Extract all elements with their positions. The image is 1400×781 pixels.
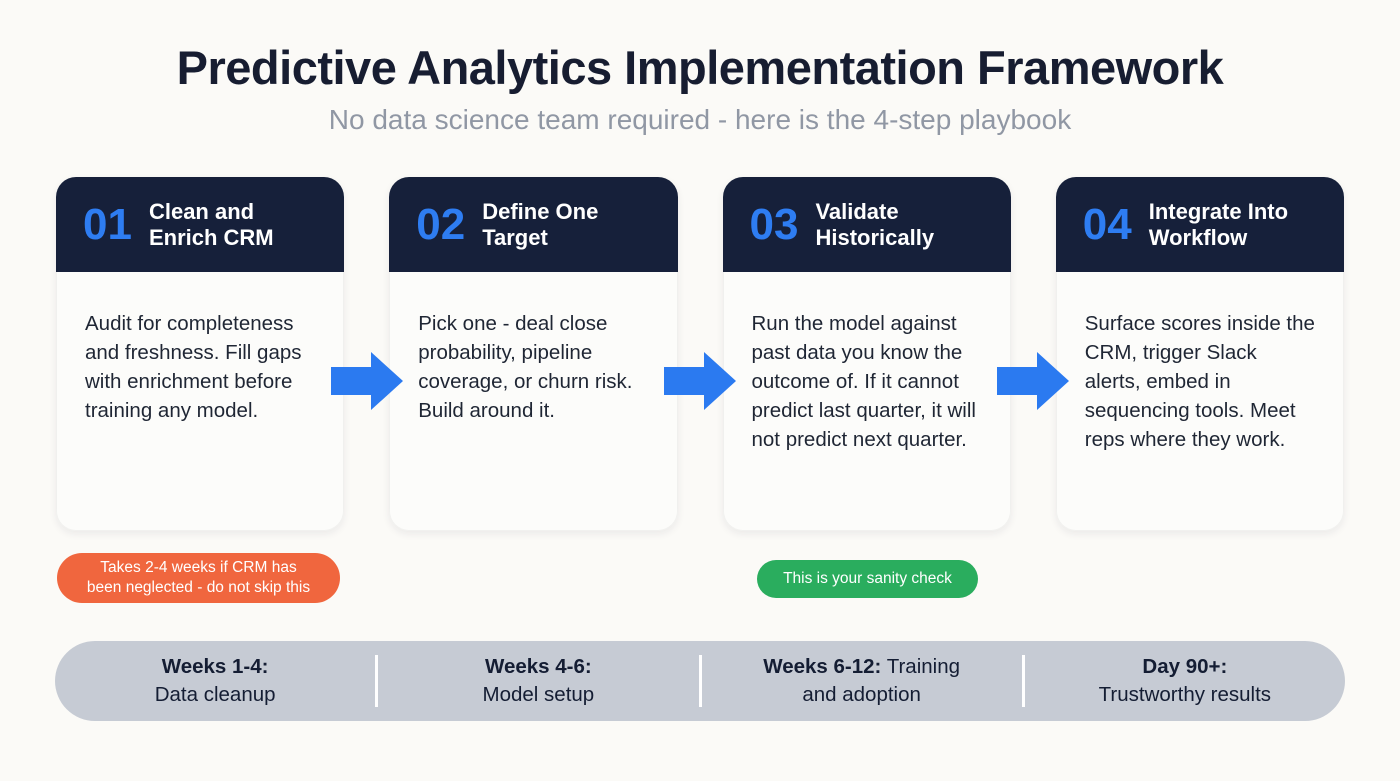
- timeline-period: Weeks 1-4:: [161, 655, 269, 678]
- step-card-header: 02 Define One Target: [389, 177, 678, 272]
- step-number: 04: [1082, 199, 1132, 249]
- timeline-segment-line1: Weeks 4-6:: [485, 653, 592, 681]
- step-title: Define One Target: [482, 198, 599, 250]
- timeline-segment-label: and adoption: [802, 683, 921, 706]
- timeline-divider: [1021, 655, 1025, 707]
- warning-callout-line2: been neglected - do not skip this: [86, 579, 311, 596]
- step-card-4: 04 Integrate Into Workflow Surface score…: [1055, 177, 1344, 531]
- timeline-divider: [698, 655, 702, 707]
- step-card-header: 01 Clean and Enrich CRM: [56, 177, 345, 272]
- arrow-right-icon: [997, 352, 1069, 410]
- step-description: Audit for completeness and freshness. Fi…: [56, 272, 345, 531]
- timeline-segment-3: Weeks 6-12: Training and adoption: [702, 641, 1022, 721]
- step-card-header: 04 Integrate Into Workflow: [1055, 177, 1344, 272]
- step-number: 01: [83, 199, 132, 249]
- timeline-segment-label: Model setup: [482, 683, 595, 706]
- warning-callout-badge: Takes 2-4 weeks if CRM has been neglecte…: [57, 553, 340, 603]
- timeline-period: Weeks 4-6:: [485, 655, 592, 678]
- timeline-segment-label: Trustworthy results: [1098, 683, 1272, 706]
- warning-callout-line1: Takes 2-4 weeks if CRM has: [100, 559, 297, 576]
- page-subtitle: No data science team required - here is …: [328, 104, 1072, 135]
- steps-row: 01 Clean and Enrich CRM Audit for comple…: [56, 177, 1344, 531]
- step-description: Run the model against past data you know…: [722, 272, 1011, 531]
- timeline-period: Weeks 6-12:: [763, 655, 882, 678]
- timeline-segment-label: Data cleanup: [154, 683, 276, 706]
- timeline-segment-line1: Day 90+:: [1142, 653, 1227, 681]
- timeline-segment-line1: Weeks 1-4:: [162, 653, 269, 681]
- timeline-bar: Weeks 1-4: Data cleanup Weeks 4-6: Model…: [55, 641, 1345, 721]
- timeline-segment-2: Weeks 4-6: Model setup: [378, 641, 698, 721]
- timeline-segment-1: Weeks 1-4: Data cleanup: [55, 641, 375, 721]
- step-card-header: 03 Validate Historically: [722, 177, 1011, 272]
- timeline-segment-line1: Weeks 6-12: Training: [763, 653, 960, 681]
- step-description: Pick one - deal close probability, pipel…: [389, 272, 678, 531]
- timeline-segment-4: Day 90+: Trustworthy results: [1025, 641, 1345, 721]
- step-card-2: 02 Define One Target Pick one - deal clo…: [389, 177, 678, 531]
- timeline-divider: [375, 655, 379, 707]
- arrow-right-icon: [331, 352, 403, 410]
- step-title: Validate Historically: [815, 198, 935, 250]
- page-title: Predictive Analytics Implementation Fram…: [176, 41, 1224, 94]
- step-title: Integrate Into Workflow: [1148, 198, 1289, 250]
- step-card-1: 01 Clean and Enrich CRM Audit for comple…: [56, 177, 345, 531]
- timeline-period-rest: Training: [881, 655, 961, 678]
- step-description: Surface scores inside the CRM, trigger S…: [1055, 272, 1344, 531]
- step-title: Clean and Enrich CRM: [148, 198, 274, 250]
- arrow-right-icon: [664, 352, 736, 410]
- timeline-period: Day 90+:: [1142, 655, 1228, 678]
- step-number: 03: [749, 199, 799, 249]
- step-card-3: 03 Validate Historically Run the model a…: [722, 177, 1011, 531]
- success-callout-badge: This is your sanity check: [757, 560, 978, 598]
- step-number: 02: [416, 199, 466, 249]
- success-callout-text: This is your sanity check: [783, 570, 952, 587]
